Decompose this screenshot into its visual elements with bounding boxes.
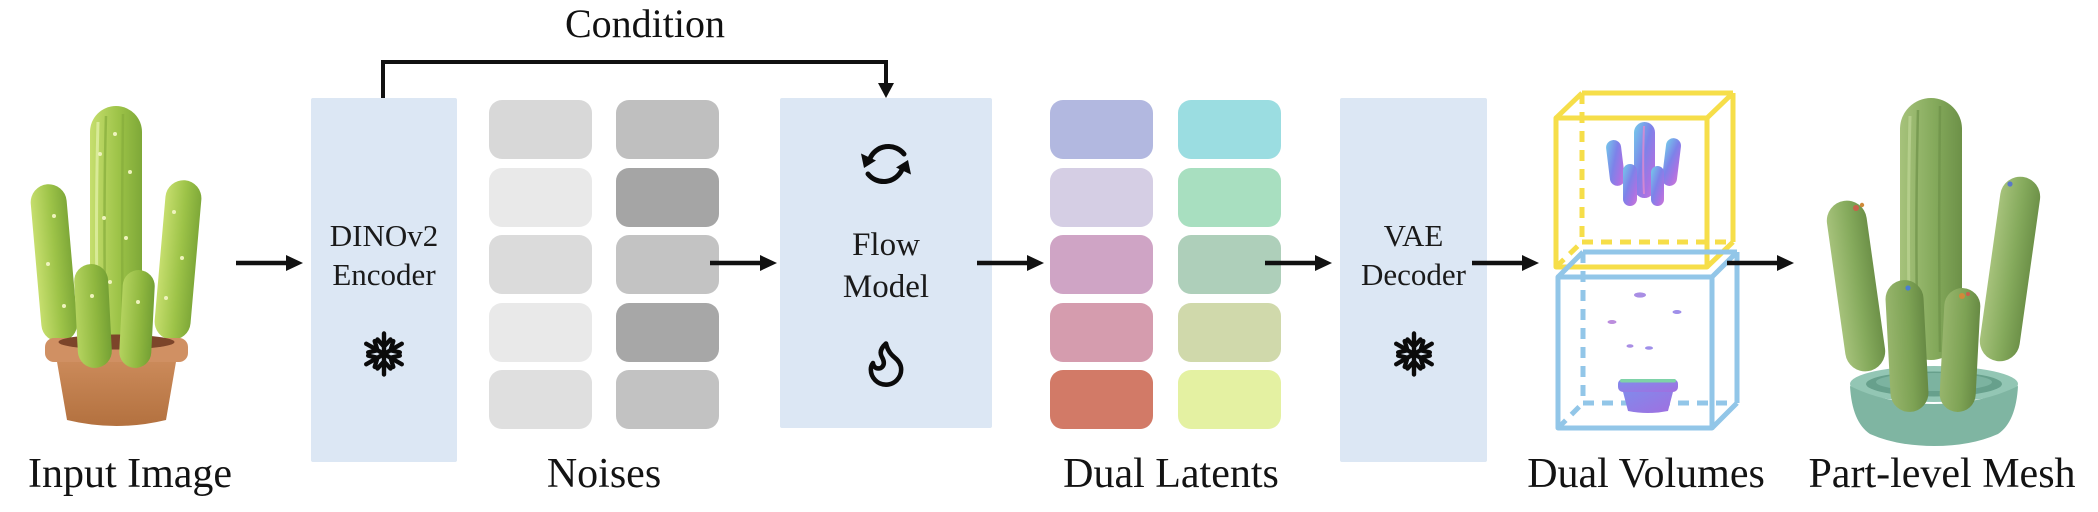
noise-chip — [616, 167, 719, 227]
latent-chip — [1178, 235, 1281, 294]
noise-chip — [616, 235, 719, 294]
cycle-arrows-icon — [861, 144, 911, 185]
caption-noises: Noises — [546, 451, 662, 497]
latent-column-right — [1178, 100, 1281, 429]
latent-chip — [1178, 302, 1281, 362]
noise-chip — [616, 100, 719, 159]
part-level-mesh-cactus — [1826, 98, 2041, 446]
pot — [45, 334, 188, 426]
mesh-body — [1826, 98, 2041, 372]
cactus-body — [30, 106, 202, 351]
latent-chip — [1050, 100, 1153, 159]
pot-normal-mesh — [1618, 379, 1678, 413]
latent-chip — [1178, 370, 1281, 429]
part-normal-cactus — [1606, 122, 1682, 206]
cactus-front-arms — [74, 264, 155, 368]
caption-input-image: Input Image — [27, 451, 233, 497]
cactus-spines — [46, 132, 184, 308]
caption-dual-volumes: Dual Volumes — [1527, 451, 1765, 497]
caption-part-level-mesh: Part-level Mesh — [1808, 451, 2076, 497]
arrow-volumes-to-mesh — [1727, 255, 1794, 271]
mesh-pot — [1850, 366, 2018, 446]
part-volume-cube — [1553, 90, 1736, 270]
mesh-front-arms — [1885, 280, 1981, 412]
whole-volume-fragments — [1607, 292, 1682, 350]
noise-chip — [489, 370, 592, 429]
snowflake-icon — [360, 330, 408, 378]
noise-column-left — [489, 100, 592, 429]
arrow-input-to-encoder — [236, 255, 303, 271]
latent-chip — [1050, 167, 1153, 227]
caption-dual-latents: Dual Latents — [1063, 451, 1279, 497]
mesh-part-seams — [1853, 181, 2013, 299]
noise-chip — [616, 370, 719, 429]
arrow-noises-to-flow — [710, 255, 777, 271]
snowflake-icon — [1390, 330, 1438, 378]
arrow-latents-to-vae — [1265, 255, 1332, 271]
latent-chip — [1050, 302, 1153, 362]
noise-chip — [616, 302, 719, 362]
noise-chip — [489, 235, 592, 294]
condition-label: Condition — [564, 1, 726, 46]
flame-icon — [868, 340, 904, 387]
input-image-cactus — [30, 106, 202, 426]
latent-chip — [1050, 235, 1153, 294]
noise-column-right — [616, 100, 719, 429]
noise-chip — [489, 302, 592, 362]
latent-chip — [1178, 167, 1281, 227]
condition-connector-arrow — [381, 60, 894, 98]
whole-volume-cube — [1555, 249, 1740, 431]
latent-column-left — [1050, 100, 1153, 429]
dual-volumes — [1553, 90, 1740, 431]
arrow-flow-to-latents — [977, 255, 1044, 271]
noise-chip — [489, 167, 592, 227]
latent-chip — [1178, 100, 1281, 159]
arrow-vae-to-volumes — [1472, 255, 1539, 271]
latent-chip — [1050, 370, 1153, 429]
noise-chip — [489, 100, 592, 159]
